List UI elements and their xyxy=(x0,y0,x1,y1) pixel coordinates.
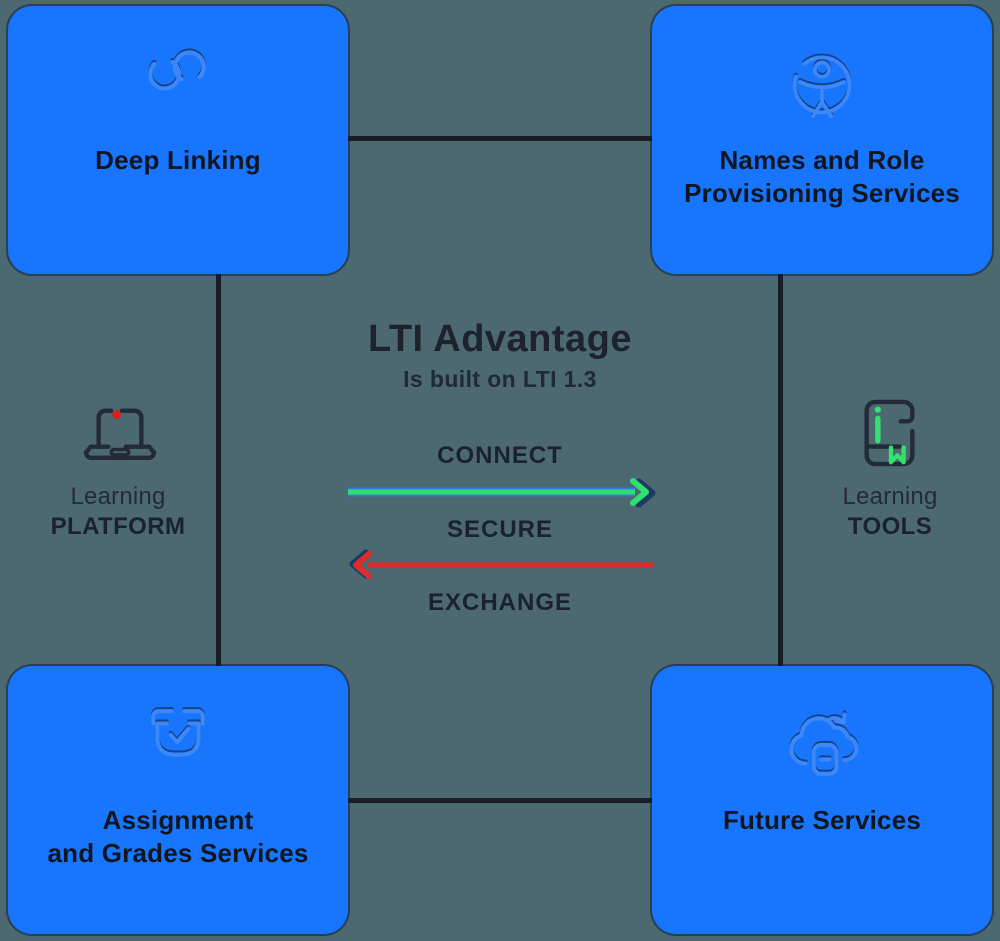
assignment-text-line1: Assignment xyxy=(102,805,254,835)
accessibility-person-icon xyxy=(652,46,992,118)
nrps-text-line1: Names and Role xyxy=(719,145,925,175)
future-services-text: Future Services xyxy=(722,805,922,835)
learning-tools-book-icon xyxy=(858,398,922,473)
nrps-label: Names and Role Provisioning Services xyxy=(652,144,992,210)
archive-check-icon xyxy=(8,706,348,768)
nrps-card: Names and Role Provisioning Services xyxy=(652,6,992,274)
learning-tools-label-line2: TOOLS xyxy=(847,513,933,540)
connector-right xyxy=(778,274,783,668)
future-services-label: Future Services xyxy=(652,804,992,837)
learning-platform-label-line2: PLATFORM xyxy=(50,513,186,540)
connect-label: CONNECT xyxy=(437,442,563,469)
diagram-title: LTI Advantage xyxy=(367,318,633,360)
connector-bottom xyxy=(348,798,652,803)
learning-tools-label-line1: Learning xyxy=(842,483,938,510)
chain-link-icon xyxy=(8,46,348,96)
diagram-subtitle: Is built on LTI 1.3 xyxy=(403,366,597,392)
deep-linking-card: Deep Linking xyxy=(8,6,348,274)
connector-top xyxy=(348,136,652,141)
exchange-label: EXCHANGE xyxy=(427,589,573,616)
assignment-grades-label: Assignment and Grades Services xyxy=(8,804,348,870)
green-right-arrow xyxy=(348,478,656,508)
nrps-text-line2: Provisioning Services xyxy=(684,178,960,208)
secure-label: SECURE xyxy=(446,516,554,543)
learning-platform-label-line1: Learning xyxy=(70,483,166,510)
deep-linking-label: Deep Linking xyxy=(8,144,348,177)
cloud-sync-icon xyxy=(652,706,992,778)
assignment-grades-card: Assignment and Grades Services xyxy=(8,666,348,934)
connector-left xyxy=(216,274,221,668)
deep-linking-text: Deep Linking xyxy=(95,145,261,175)
laptop-icon xyxy=(78,402,162,473)
red-left-arrow xyxy=(349,549,654,579)
future-services-card: Future Services xyxy=(652,666,992,934)
assignment-text-line2: and Grades Services xyxy=(47,838,309,868)
